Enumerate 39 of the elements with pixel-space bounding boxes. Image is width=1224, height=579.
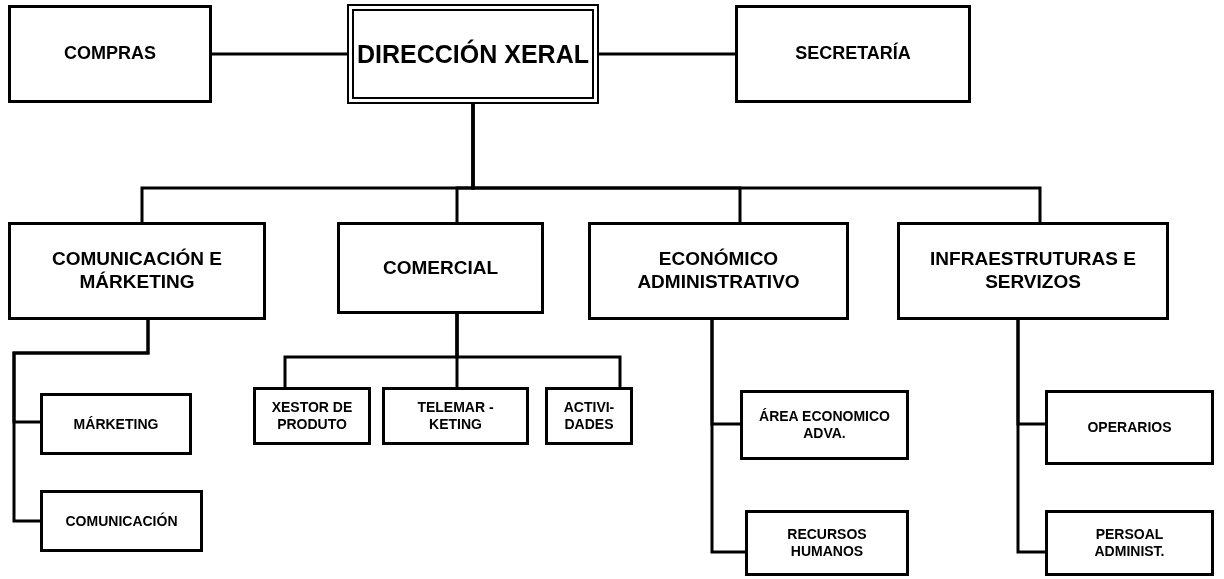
org-unit-box bbox=[337, 222, 544, 314]
org-unit-box bbox=[8, 5, 212, 103]
org-unit-box bbox=[735, 5, 971, 103]
org-unit-box bbox=[40, 490, 203, 552]
connector-line bbox=[212, 52, 347, 56]
connector-line bbox=[455, 314, 622, 387]
unit-label: SECRETARÍA bbox=[795, 43, 911, 65]
org-unit-box bbox=[8, 222, 266, 320]
org-unit-box bbox=[545, 387, 633, 445]
unit-label: ECONÓMICO ADMINISTRATIVO bbox=[636, 248, 801, 294]
connector-line bbox=[599, 52, 735, 56]
connector-line bbox=[12, 320, 150, 523]
connector-line bbox=[710, 320, 745, 554]
org-unit-box bbox=[1045, 390, 1214, 465]
org-unit-box bbox=[382, 387, 529, 445]
unit-label: OPERARIOS bbox=[1087, 419, 1172, 436]
org-unit-box bbox=[588, 222, 849, 320]
org-unit-box bbox=[745, 510, 909, 576]
unit-label: MÁRKETING bbox=[73, 415, 159, 433]
unit-label: ACTIVI- DADES bbox=[562, 399, 616, 433]
unit-label: ÁREA ECONOMICO ADVA. bbox=[758, 408, 891, 442]
unit-label: TELEMAR -KETING bbox=[416, 399, 495, 433]
connector-line bbox=[1016, 320, 1045, 554]
unit-label: XESTOR DE PRODUTO bbox=[270, 399, 354, 433]
org-unit-box bbox=[40, 393, 192, 455]
unit-label: COMUNICACIÓN E MÁRKETING bbox=[51, 248, 223, 294]
org-unit-box bbox=[347, 4, 599, 104]
org-unit-box bbox=[897, 222, 1169, 320]
unit-label: PERSOAL ADMINIST. bbox=[1093, 526, 1166, 560]
unit-label: COMPRAS bbox=[64, 43, 156, 65]
org-unit-box bbox=[740, 390, 909, 460]
connector-line bbox=[471, 104, 1042, 222]
unit-label: COMERCIAL bbox=[382, 256, 499, 280]
unit-label: RECURSOS HUMANOS bbox=[786, 526, 868, 560]
unit-label: COMUNICACIÓN bbox=[65, 512, 178, 530]
unit-label: INFRAESTRUTURAS E SERVIZOS bbox=[929, 248, 1137, 294]
unit-label: DIRECCIÓN XERAL bbox=[357, 39, 589, 69]
org-unit-box bbox=[253, 387, 371, 445]
org-unit-box bbox=[1045, 510, 1214, 576]
